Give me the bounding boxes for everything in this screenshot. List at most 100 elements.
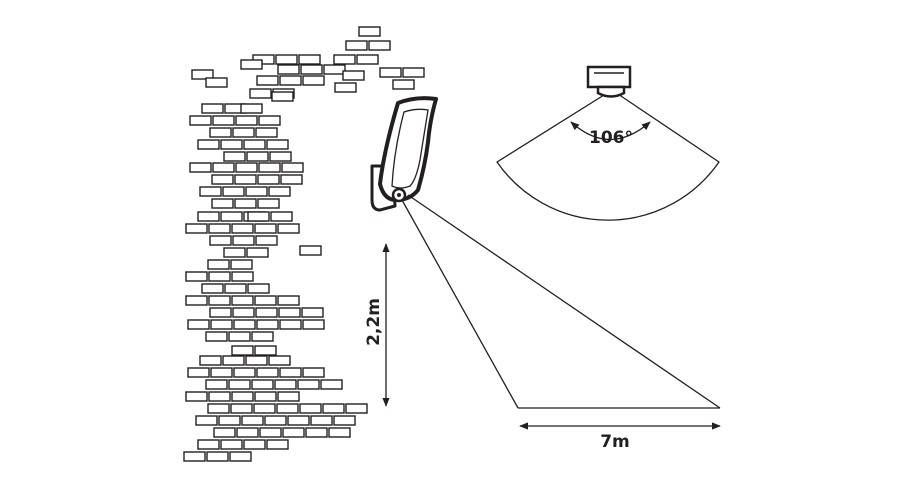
brick — [208, 391, 231, 402]
brick — [199, 355, 222, 366]
brick — [240, 59, 263, 70]
brick — [368, 40, 391, 51]
brick — [333, 415, 356, 426]
brick — [185, 391, 208, 402]
brick — [287, 415, 310, 426]
brick — [345, 40, 368, 51]
brick — [231, 295, 254, 306]
brick — [235, 115, 258, 126]
brick — [277, 223, 300, 234]
brick — [208, 295, 231, 306]
brick — [234, 198, 257, 209]
brick — [402, 67, 425, 78]
brick — [241, 415, 264, 426]
brick — [257, 198, 280, 209]
brick — [282, 427, 305, 438]
brick — [255, 235, 278, 246]
brick — [207, 403, 230, 414]
brick — [258, 162, 281, 173]
brick — [251, 331, 274, 342]
brick — [251, 379, 274, 390]
brick — [212, 115, 235, 126]
brick — [342, 70, 365, 81]
brick — [297, 379, 320, 390]
brick — [257, 174, 280, 185]
brick — [223, 247, 246, 258]
brick — [232, 235, 255, 246]
brick — [234, 174, 257, 185]
brick — [301, 307, 324, 318]
brick — [230, 403, 253, 414]
brick — [185, 223, 208, 234]
brick — [210, 319, 233, 330]
brick — [231, 223, 254, 234]
brick — [245, 355, 268, 366]
height-dimension: 2,2m — [364, 243, 390, 407]
brick — [254, 345, 277, 356]
brick — [255, 307, 278, 318]
brick — [392, 79, 415, 90]
brick — [255, 127, 278, 138]
brick — [276, 403, 299, 414]
sensor-head-top-view — [586, 65, 632, 98]
brick — [270, 211, 293, 222]
brick — [256, 367, 279, 378]
brick — [328, 427, 351, 438]
brick — [223, 151, 246, 162]
brick-wall — [183, 26, 425, 462]
brick — [278, 307, 301, 318]
brick — [277, 391, 300, 402]
height-label: 2,2m — [364, 298, 384, 346]
brick — [232, 127, 255, 138]
brick — [299, 245, 322, 256]
brick — [233, 319, 256, 330]
brick — [279, 75, 302, 86]
brick — [205, 379, 228, 390]
brick — [222, 355, 245, 366]
brick — [201, 103, 224, 114]
brick — [220, 139, 243, 150]
brick — [236, 427, 259, 438]
brick — [207, 259, 230, 270]
brick — [222, 186, 245, 197]
brick — [211, 174, 234, 185]
brick — [345, 403, 368, 414]
brick — [228, 379, 251, 390]
brick — [220, 211, 243, 222]
brick — [268, 355, 291, 366]
brick — [254, 295, 277, 306]
brick — [201, 283, 224, 294]
brick — [230, 259, 253, 270]
brick — [232, 307, 255, 318]
brick — [218, 415, 241, 426]
brick — [247, 211, 270, 222]
brick — [271, 91, 294, 102]
brick — [266, 139, 289, 150]
brick — [228, 331, 251, 342]
brick — [268, 186, 291, 197]
brick — [356, 54, 379, 65]
brick — [195, 415, 218, 426]
brick — [299, 403, 322, 414]
brick — [231, 345, 254, 356]
brick — [256, 319, 279, 330]
brick — [189, 115, 212, 126]
brick — [231, 391, 254, 402]
brick — [298, 54, 321, 65]
brick — [246, 247, 269, 258]
brick — [275, 54, 298, 65]
brick — [185, 271, 208, 282]
brick — [256, 75, 279, 86]
detection-fan-top-view: 106° — [496, 89, 720, 221]
brick — [279, 319, 302, 330]
brick — [197, 439, 220, 450]
brick — [209, 235, 232, 246]
brick — [281, 162, 304, 173]
angle-label: 106° — [589, 128, 633, 148]
brick — [322, 403, 345, 414]
brick — [205, 331, 228, 342]
brick — [243, 139, 266, 150]
brick — [233, 367, 256, 378]
brick — [305, 427, 328, 438]
